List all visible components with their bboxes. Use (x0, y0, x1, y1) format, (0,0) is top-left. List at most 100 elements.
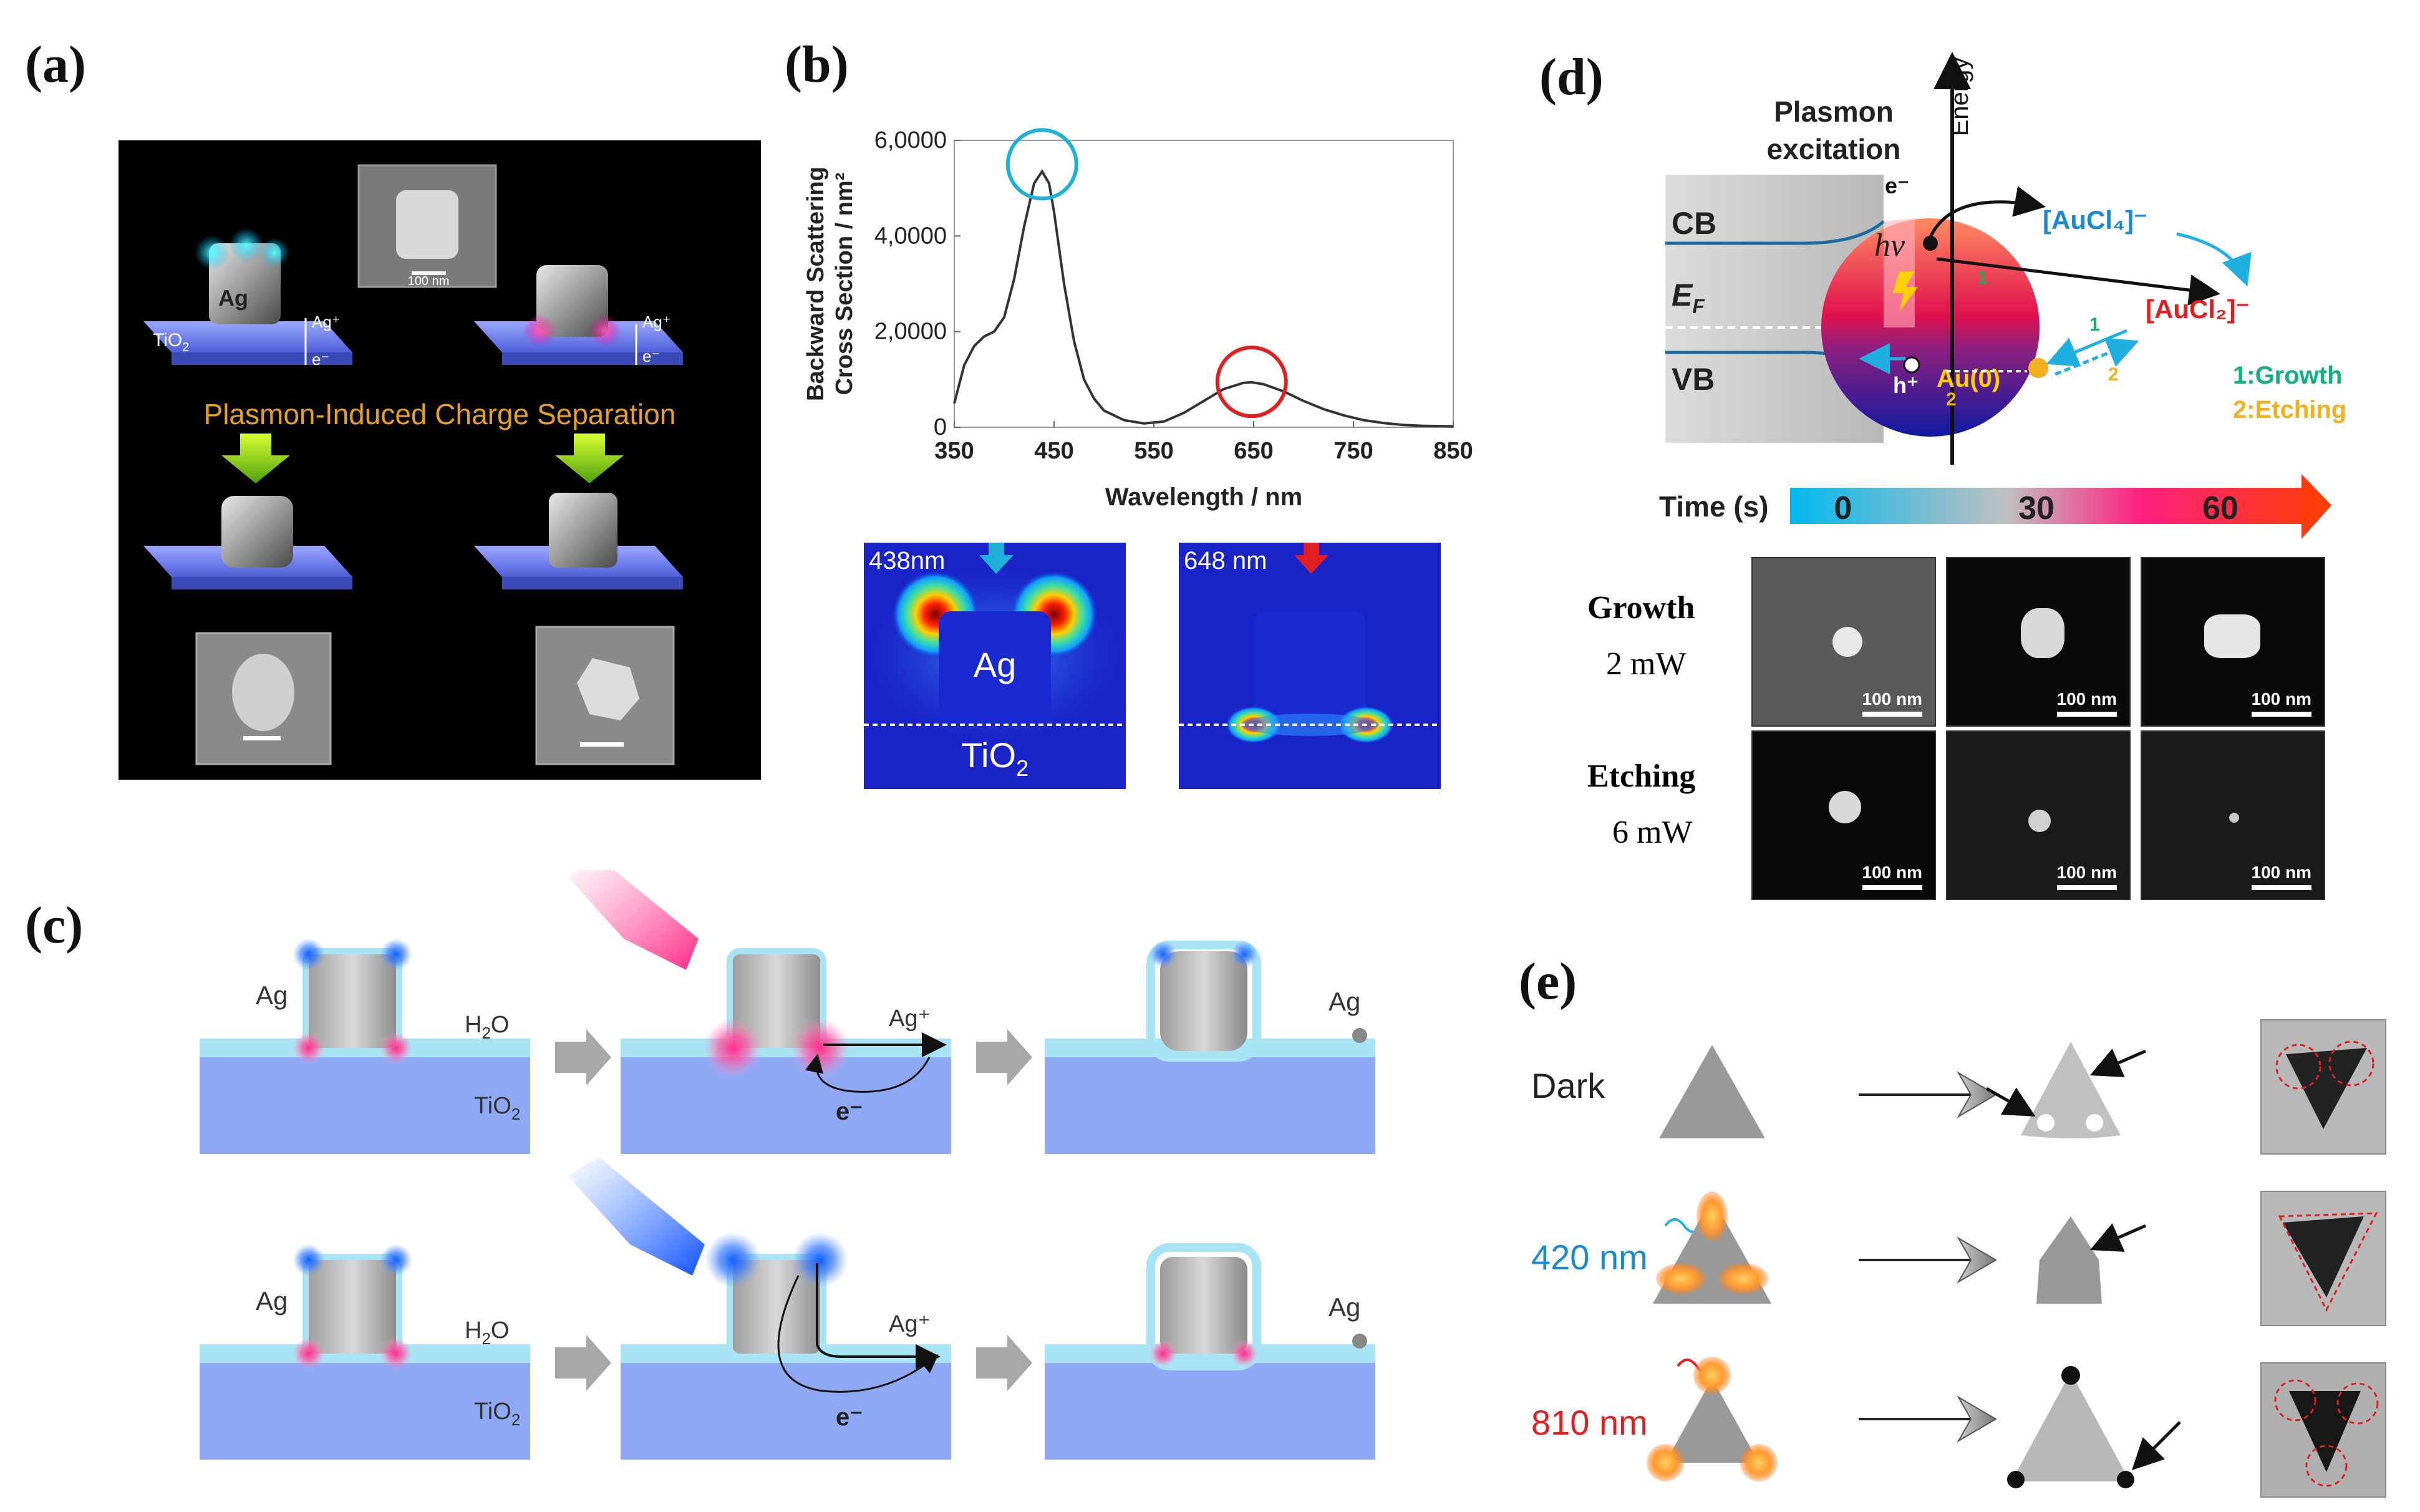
x-tick-label: 450 (1034, 438, 1073, 464)
panel-a-figure: 100 nm Ag TiO2 Ag⁺ e⁻ Ag⁺ e⁻ Plasmon-Ind… (119, 140, 761, 780)
scattering-series-line (953, 169, 1454, 428)
hotspot (380, 938, 412, 971)
plot-frame (954, 140, 1454, 428)
ag-label: Ag (1329, 1292, 1360, 1322)
hotspot (293, 1244, 325, 1276)
time-arrow-icon (1790, 474, 2331, 539)
svg-text:hν: hν (1874, 228, 1905, 263)
map-wavelength-label: 438nm (869, 547, 945, 574)
svg-text:CB: CB (1672, 206, 1716, 241)
panel-d-label: (d) (1539, 48, 1604, 106)
ag-cube (302, 1254, 402, 1360)
growth-label: Growth (1587, 590, 1695, 626)
down-arrow-icon (555, 434, 624, 483)
growth-power: 2 mW (1606, 646, 1687, 682)
red-arrow-icon (1294, 543, 1329, 574)
light-beam (568, 858, 699, 970)
svg-text:EF: EF (1672, 278, 1705, 317)
sem-growth-0: 100 nm (1751, 557, 1936, 727)
sem-etching-60: 100 nm (2141, 730, 2325, 900)
oxide-shell (1146, 1243, 1261, 1370)
y-tick-label: 2,0000 (874, 319, 947, 345)
etching-label: Etching (1587, 758, 1696, 794)
tio2-label: TiO2 (474, 1093, 520, 1123)
svg-text:1:Growth: 1:Growth (2233, 362, 2343, 389)
ag-ion-label: Ag⁺ (889, 1311, 931, 1337)
electron-arrow (777, 1275, 939, 1393)
h2o-label: H2O (465, 1317, 509, 1348)
y-tick-label: 6,0000 (874, 127, 947, 153)
tio2-label: TiO2 (474, 1398, 520, 1429)
svg-text:[AuCl₂]⁻: [AuCl₂]⁻ (2146, 294, 2250, 324)
svg-text:e⁻: e⁻ (642, 347, 660, 366)
ag-cube (1160, 1257, 1247, 1354)
au-sphere (1821, 218, 2040, 437)
process-arrow-icon (555, 1029, 611, 1085)
svg-text:Au(0): Au(0) (1937, 365, 2000, 392)
hotspot (1150, 941, 1177, 968)
ag-label: Ag (218, 285, 248, 311)
ag-ion-label: Ag⁺ (889, 1006, 931, 1032)
tio2-slab (143, 321, 352, 352)
row-label-dark: Dark (1531, 1066, 1605, 1105)
cyan-arrow-icon (979, 543, 1014, 574)
x-tick-label: 550 (1134, 438, 1173, 464)
svg-text:Energy: Energy (1946, 57, 1973, 137)
svg-text:Plasmon: Plasmon (1774, 95, 1894, 128)
svg-text:e⁻: e⁻ (1885, 173, 1909, 198)
hotspot (1150, 1340, 1177, 1367)
map-ag-label: Ag (974, 645, 1017, 684)
panel-c-label: (c) (25, 896, 84, 954)
tio2-substrate (200, 1057, 530, 1154)
lightning-icon (1893, 271, 1918, 312)
hotspot (380, 1337, 412, 1370)
sem-etching-30: 100 nm (1946, 730, 2131, 900)
sem-growth-30: 100 nm (1946, 557, 2131, 727)
sem-etching-0: 100 nm (1751, 730, 1936, 900)
energy-diagram: CB EF VB Plasmon excitation Energy hν e⁻… (1653, 34, 2370, 471)
panel-e-figure: Dark 420 nm 810 nm (1522, 1010, 2408, 1503)
field-map-438: 438nm Ag TiO2 (858, 543, 1132, 789)
hotspot (293, 1032, 325, 1064)
ag-label: Ag (1329, 987, 1360, 1016)
electron-label: e⁻ (836, 1403, 863, 1431)
hotspot (1231, 941, 1258, 968)
ag-nanoparticle (1352, 1028, 1367, 1043)
ag-cube (302, 948, 402, 1054)
panel-b-label: (b) (785, 36, 849, 94)
x-tick-label: 350 (934, 438, 974, 464)
svg-text:[AuCl₄]⁻: [AuCl₄]⁻ (2043, 205, 2147, 235)
light-beam (568, 1157, 705, 1276)
ag-label: Ag (256, 981, 288, 1010)
svg-text:Time (s): Time (s) (1659, 490, 1769, 523)
h2o-label: H2O (465, 1012, 509, 1042)
svg-text:2:Etching: 2:Etching (2233, 396, 2346, 424)
x-tick-label: 850 (1433, 438, 1473, 464)
sem-scale-label: 100 nm (408, 274, 450, 288)
hotspot (705, 1232, 761, 1288)
y-tick-label: 0 (934, 414, 947, 440)
ag-ion-arrow (816, 1263, 941, 1369)
x-tick-label: 650 (1234, 438, 1273, 464)
process-arrow-icon (555, 1335, 611, 1391)
x-tick-label: 750 (1333, 438, 1373, 464)
map-wavelength-label: 648 nm (1184, 547, 1267, 574)
tio2-substrate (1045, 1057, 1375, 1154)
svg-text:Ag⁺: Ag⁺ (642, 313, 671, 331)
svg-text:h⁺: h⁺ (1893, 372, 1919, 398)
electron-label: e⁻ (836, 1098, 863, 1125)
y-tick-label: 4,0000 (874, 223, 947, 249)
row-label-810: 810 nm (1531, 1403, 1648, 1442)
electron-arrow (805, 1054, 931, 1093)
tio2-substrate (1045, 1363, 1375, 1460)
tio2-substrate (200, 1363, 530, 1460)
panel-e-label: (e) (1519, 952, 1577, 1010)
hotspot (790, 1018, 850, 1078)
svg-text:VB: VB (1672, 362, 1715, 397)
hotspot (293, 938, 325, 971)
ag-cube (727, 1254, 826, 1360)
map-tio2-label: TiO2 (961, 735, 1028, 781)
